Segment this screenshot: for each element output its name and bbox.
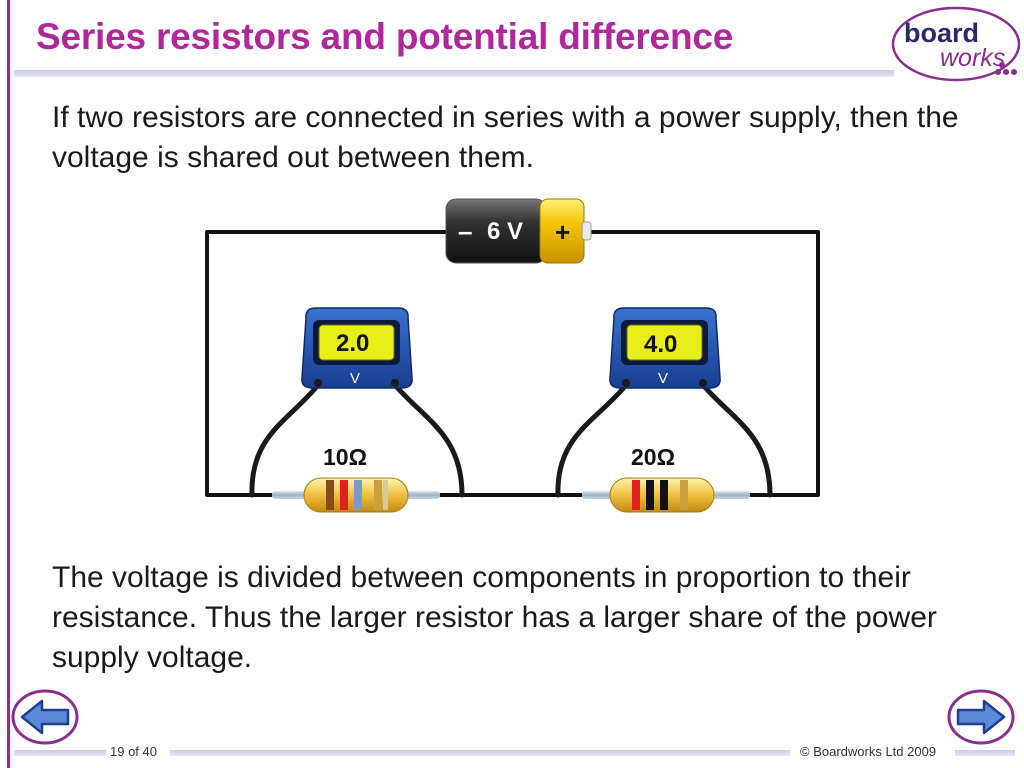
voltmeter-left-reading: 2.0 — [336, 330, 369, 357]
page-indicator: 19 of 40 — [110, 744, 157, 759]
voltmeter-right-reading: 4.0 — [644, 331, 677, 358]
intro-paragraph: If two resistors are connected in series… — [52, 101, 959, 174]
resistor-left-label: 10Ω — [323, 444, 367, 470]
copyright-notice: © Boardworks Ltd 2009 — [800, 744, 937, 759]
battery-negative-symbol: – — [458, 216, 472, 246]
left-accent-rule — [7, 0, 10, 768]
voltmeter-left: 2.0 V — [301, 307, 413, 389]
resistor-10-ohm — [272, 477, 440, 513]
title-underline — [14, 70, 894, 77]
logo-text-board: board — [904, 18, 979, 48]
circuit-wires — [205, 230, 820, 497]
conclusion-paragraph: The voltage is divided between component… — [52, 561, 937, 674]
previous-slide-button[interactable] — [10, 688, 80, 746]
resistor-20-ohm — [582, 477, 750, 513]
voltmeter-right-unit: V — [658, 370, 668, 387]
battery: – 6 V + — [445, 198, 592, 264]
battery-positive-symbol: + — [555, 217, 570, 247]
arrow-left-icon — [20, 699, 70, 735]
logo-text-works: works — [940, 44, 1005, 72]
footer-rule-left — [14, 750, 106, 756]
footer-rule-right — [955, 750, 1015, 756]
footer-rule-middle — [170, 750, 790, 756]
boardworks-logo: board works — [891, 6, 1021, 82]
arrow-right-icon — [956, 699, 1006, 735]
resistor-right-label: 20Ω — [631, 444, 675, 470]
battery-voltage-label: 6 V — [487, 218, 523, 245]
voltmeter-left-unit: V — [350, 370, 360, 387]
next-slide-button[interactable] — [946, 688, 1016, 746]
voltmeter-right: 4.0 V — [609, 307, 721, 389]
page-title: Series resistors and potential differenc… — [36, 16, 734, 57]
voltmeter-leads — [249, 382, 773, 498]
